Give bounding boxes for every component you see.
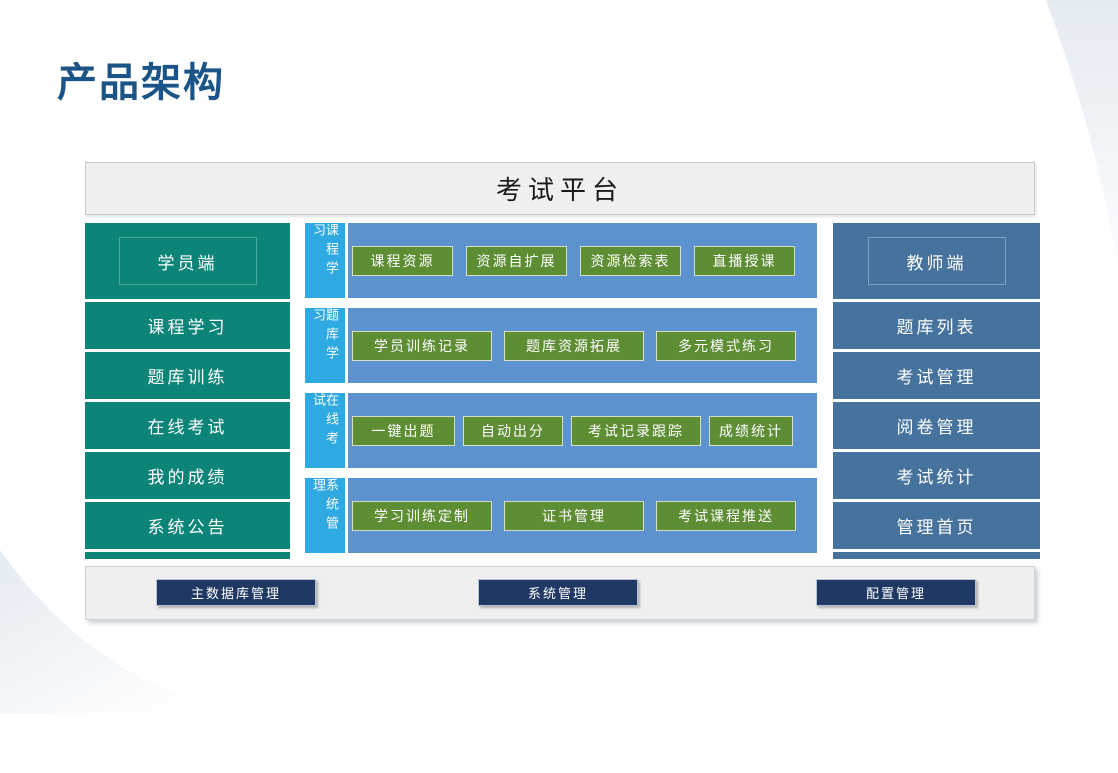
student-panel: 学员端 课程学习 题库训练 在线考试 我的成绩 系统公告 xyxy=(85,223,290,559)
feature-block-question-bank-resource-expansion: 题库资源拓展 xyxy=(504,330,644,361)
platform-header-bar: 考试平台 xyxy=(85,162,1035,215)
teacher-panel-header: 教师端 xyxy=(833,223,1040,299)
feature-block-exam-record-tracking: 考试记录跟踪 xyxy=(571,415,701,446)
module-tab-course-learning: 课程学习 xyxy=(305,223,345,298)
module-row-course-learning: 课程学习 课程资源 资源自扩展 资源检索表 直播授课 xyxy=(305,223,817,298)
top-right-curve xyxy=(1046,0,1118,268)
teacher-panel-title: 教师端 xyxy=(906,253,967,273)
module-tab-label: 在线考试 xyxy=(311,393,339,450)
module-panel-course-learning: 课程资源 资源自扩展 资源检索表 直播授课 xyxy=(348,223,817,298)
module-tab-label: 题库学习 xyxy=(311,308,339,365)
feature-block-resource-self-expansion: 资源自扩展 xyxy=(466,245,567,276)
module-tab-label: 课程学习 xyxy=(311,223,339,280)
student-panel-header-outline: 学员端 xyxy=(118,237,257,285)
module-tab-question-bank-learning: 题库学习 xyxy=(305,308,345,383)
student-panel-clipped-row xyxy=(85,552,290,559)
teacher-menu-item-marking-management: 阅卷管理 xyxy=(833,402,1040,449)
student-panel-title: 学员端 xyxy=(157,253,218,273)
page-title: 产品架构 xyxy=(57,61,225,105)
student-panel-header: 学员端 xyxy=(85,223,290,299)
module-panel-question-bank-learning: 学员训练记录 题库资源拓展 多元模式练习 xyxy=(348,308,817,383)
student-menu-item-question-bank-training: 题库训练 xyxy=(85,352,290,399)
teacher-panel-clipped-row xyxy=(833,552,1040,559)
module-tab-system-management: 系统管理 xyxy=(305,478,345,553)
module-panel-system-management: 学习训练定制 证书管理 考试课程推送 xyxy=(348,478,817,553)
module-panel-online-exam: 一键出题 自动出分 考试记录跟踪 成绩统计 xyxy=(348,393,817,468)
feature-block-resource-index-table: 资源检索表 xyxy=(580,245,681,276)
module-row-online-exam: 在线考试 一键出题 自动出分 考试记录跟踪 成绩统计 xyxy=(305,393,817,468)
teacher-menu-item-question-bank-list: 题库列表 xyxy=(833,302,1040,349)
feature-block-multi-mode-practice: 多元模式练习 xyxy=(656,330,796,361)
feature-block-auto-scoring: 自动出分 xyxy=(463,415,563,446)
module-tab-online-exam: 在线考试 xyxy=(305,393,345,468)
feature-block-student-training-records: 学员训练记录 xyxy=(352,330,492,361)
module-tab-label: 系统管理 xyxy=(311,478,339,535)
platform-header-label: 考试平台 xyxy=(495,175,624,205)
feature-block-course-resources: 课程资源 xyxy=(352,245,453,276)
feature-block-one-click-question-generation: 一键出题 xyxy=(352,415,455,446)
feature-block-learning-training-customization: 学习训练定制 xyxy=(352,500,492,531)
teacher-panel: 教师端 题库列表 考试管理 阅卷管理 考试统计 管理首页 xyxy=(833,223,1040,559)
module-row-question-bank-learning: 题库学习 学员训练记录 题库资源拓展 多元模式练习 xyxy=(305,308,817,383)
feature-block-live-teaching: 直播授课 xyxy=(694,245,795,276)
student-menu-item-online-exam: 在线考试 xyxy=(85,402,290,449)
student-menu-item-course-learning: 课程学习 xyxy=(85,302,290,349)
footer-bar: 主数据库管理 系统管理 配置管理 xyxy=(85,566,1035,620)
teacher-menu-item-admin-home: 管理首页 xyxy=(833,502,1040,549)
feature-block-certificate-management: 证书管理 xyxy=(504,500,644,531)
teacher-panel-header-outline: 教师端 xyxy=(867,237,1006,285)
teacher-menu-item-exam-statistics: 考试统计 xyxy=(833,452,1040,499)
footer-block-system-management: 系统管理 xyxy=(478,579,638,606)
footer-block-master-database-management: 主数据库管理 xyxy=(156,579,316,606)
feature-block-exam-course-push: 考试课程推送 xyxy=(656,500,796,531)
feature-block-score-statistics: 成绩统计 xyxy=(709,415,793,446)
teacher-menu-item-exam-management: 考试管理 xyxy=(833,352,1040,399)
footer-block-configuration-management: 配置管理 xyxy=(816,579,976,606)
student-menu-item-system-announcements: 系统公告 xyxy=(85,502,290,549)
module-row-system-management: 系统管理 学习训练定制 证书管理 考试课程推送 xyxy=(305,478,817,553)
student-menu-item-my-scores: 我的成绩 xyxy=(85,452,290,499)
